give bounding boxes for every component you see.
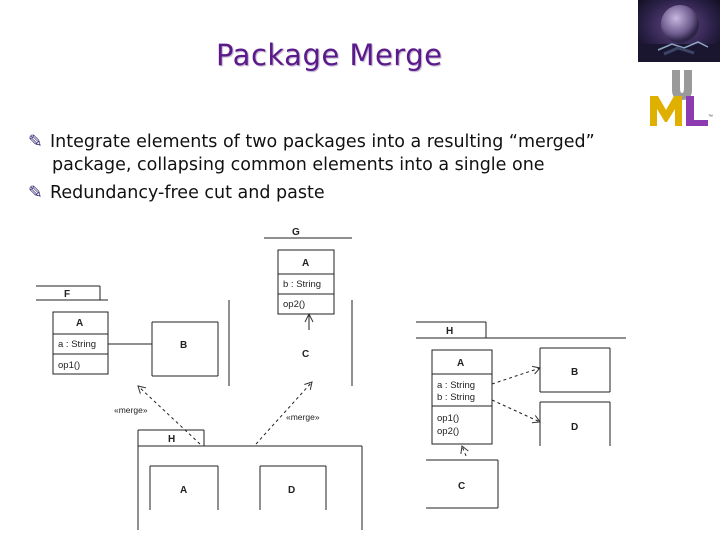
galaxy-photo-logo (638, 0, 720, 62)
merged-op2: op2() (437, 426, 459, 437)
bullet-1-line-1: Integrate elements of two packages into … (50, 132, 595, 152)
package-G-name: G (292, 227, 300, 238)
package-H (137, 429, 363, 530)
merge-label-left: «merge» (114, 405, 148, 415)
op1: op1() (58, 360, 80, 371)
merge-label-right: «merge» (286, 412, 320, 422)
merged-dependency-lines (460, 365, 541, 457)
bullet-2-line-1: Redundancy-free cut and paste (50, 183, 325, 203)
bullet-1-line-2: package, collapsing common elements into… (52, 155, 545, 175)
pen-bullet-icon: ✎ (28, 132, 43, 152)
merged-package-C-name: C (458, 481, 465, 492)
merged-package-D-name: D (571, 422, 578, 433)
merged-package-C (426, 459, 499, 509)
merged-class-A (431, 349, 493, 445)
pen-bullet-icon: ✎ (28, 183, 43, 203)
merge-dependency-arrows (137, 314, 313, 445)
merged-attr-a-string: a : String (437, 380, 475, 391)
attr-b-string: b : String (283, 279, 321, 290)
package-B-name: B (180, 340, 187, 351)
package-C-name: C (302, 349, 309, 360)
class-A-in-F (52, 311, 109, 375)
uml-logo: ™ (646, 66, 714, 134)
bullet-item-2: ✎ Redundancy-free cut and paste (28, 181, 325, 206)
merged-class-A-name: A (457, 358, 464, 369)
op2: op2() (283, 299, 305, 310)
class-A-name: A (76, 318, 83, 329)
package-A-name: A (180, 485, 187, 496)
class-A-name: A (302, 258, 309, 269)
package-D-in-H (259, 465, 327, 510)
package-F (36, 285, 108, 301)
attr-a-string: a : String (58, 339, 96, 350)
merged-op1: op1() (437, 413, 459, 424)
package-C (228, 300, 353, 386)
package-H-name: H (168, 434, 175, 445)
merged-package-D (539, 401, 611, 446)
merged-package-B-name: B (571, 367, 578, 378)
package-F-name: F (64, 289, 70, 300)
bullet-item-1: ✎ Integrate elements of two packages into… (28, 130, 595, 155)
class-A-in-G (277, 249, 335, 315)
package-A-in-H (149, 465, 219, 510)
package-D-name: D (288, 485, 295, 496)
trademark-symbol: ™ (708, 114, 713, 120)
slide-title: Package Merge (216, 38, 443, 72)
merged-attr-b-string: b : String (437, 392, 475, 403)
merged-package-H (416, 321, 626, 339)
package-B (108, 321, 219, 377)
merged-package-H-name: H (446, 326, 453, 337)
